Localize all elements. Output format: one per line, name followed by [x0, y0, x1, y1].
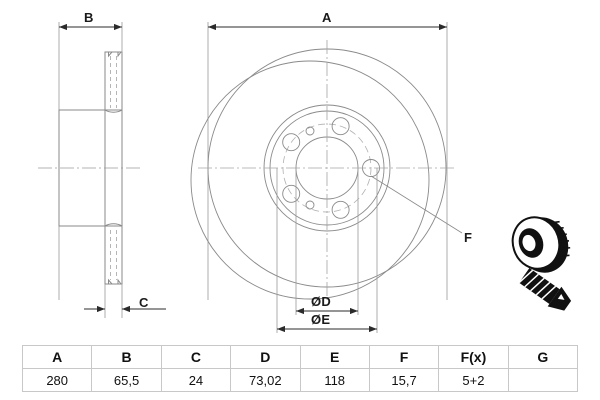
table-header-cell: A	[21, 345, 93, 369]
bolt-hole	[282, 184, 301, 203]
table-value-cell: 15,7	[368, 368, 440, 392]
table-value-cell: 5+2	[438, 368, 509, 392]
table-header-cell: F(x)	[438, 345, 509, 369]
table-header-cell: C	[160, 345, 232, 369]
table-header-cell: F	[368, 345, 440, 369]
table-header-cell: E	[299, 345, 370, 369]
bolt-hole	[331, 117, 350, 136]
pilot-hole	[305, 126, 315, 136]
dimension-b	[58, 22, 123, 300]
disc-friction-edge	[190, 60, 430, 300]
dimension-c	[104, 284, 123, 318]
leader-f	[370, 175, 463, 234]
table-value-cell: 73,02	[230, 368, 301, 392]
table-value-cell: 118	[299, 368, 370, 392]
dimension-label-f: F	[464, 230, 473, 245]
table-value-cell: 65,5	[91, 368, 162, 392]
pilot-holes	[305, 126, 315, 210]
disc-hat-section	[58, 109, 106, 227]
dimension-label-b: B	[84, 10, 94, 25]
dimension-label-a: A	[322, 10, 332, 25]
table-value-cell: 280	[21, 368, 93, 392]
bolt-hole	[282, 133, 301, 152]
table-value-row: 280 65,5 24 73,02 118 15,7 5+2	[21, 368, 579, 392]
table-header-cell: B	[91, 345, 162, 369]
dimension-label-e: ØE	[311, 312, 331, 327]
table-value-cell: 24	[160, 368, 232, 392]
dimension-label-c: C	[139, 295, 149, 310]
side-section-view	[38, 22, 166, 318]
dimension-d-e-extensions	[276, 168, 378, 333]
table-header-cell: D	[230, 345, 301, 369]
dimension-a	[207, 22, 448, 300]
table-header-cell: G	[507, 345, 579, 369]
dimension-label-d: ØD	[311, 294, 332, 309]
table-value-cell	[507, 368, 579, 392]
brake-disc-3d-icon	[511, 216, 571, 273]
front-view	[190, 22, 463, 333]
table-header-row: A B C D E F F(x) G	[21, 345, 579, 369]
specification-table: A B C D E F F(x) G 280 65,5 24 73,02 118…	[21, 345, 579, 392]
countersunk-screw-icon	[518, 267, 572, 311]
bolt-hole	[331, 200, 350, 219]
pilot-hole	[305, 200, 315, 210]
